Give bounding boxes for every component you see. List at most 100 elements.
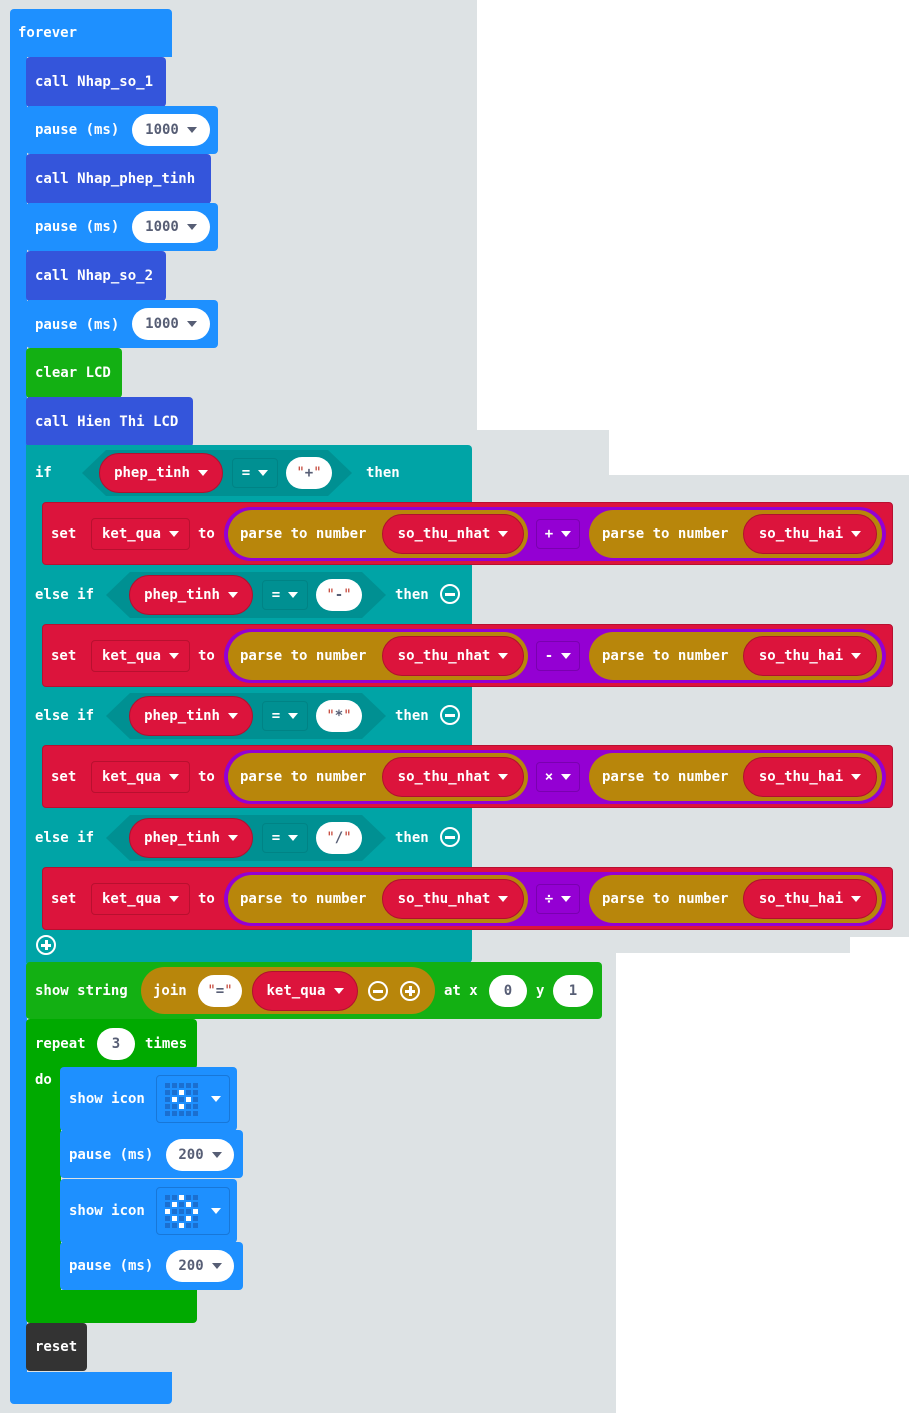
quote: " (326, 587, 335, 603)
led-pixel (165, 1103, 170, 1109)
variable-dropdown-phep-tinh[interactable]: phep_tinh (129, 575, 253, 615)
add-branch-icon[interactable] (36, 935, 56, 955)
variable-dropdown-phep-tinh[interactable]: phep_tinh (129, 818, 253, 858)
chevron-down-icon (211, 1208, 221, 1214)
variable-dropdown-phep-tinh[interactable]: phep_tinh (129, 696, 253, 736)
led-pixel (179, 1082, 184, 1088)
variable-dropdown-so-thu-hai[interactable]: so_thu_hai (743, 514, 877, 554)
show-icon-block[interactable] (60, 1179, 237, 1243)
variable-name: ket_qua (101, 648, 161, 664)
variable-name: ket_qua (101, 769, 161, 785)
y-coordinate-input[interactable]: 1 (553, 975, 593, 1007)
chevron-down-icon (851, 653, 862, 659)
string-literal[interactable]: "*" (316, 700, 362, 732)
set-label: set (51, 648, 77, 664)
repeat-count-input[interactable]: 3 (97, 1028, 135, 1060)
chevron-down-icon (561, 774, 572, 780)
call-nhap-so-1-block[interactable] (26, 57, 166, 107)
remove-branch-icon[interactable] (440, 705, 460, 725)
call-nhap-so-2-block[interactable] (26, 251, 166, 301)
remove-branch-icon[interactable] (440, 827, 460, 847)
call-label: call Nhap_phep_tinh (35, 171, 196, 187)
variable-dropdown-so-thu-nhat[interactable]: so_thu_nhat (382, 879, 524, 919)
pause-duration-dropdown[interactable]: 1000 (132, 211, 210, 243)
led-pixel (186, 1215, 191, 1221)
pause-duration-dropdown[interactable]: 200 (166, 1250, 234, 1282)
string-literal[interactable]: "+" (286, 457, 332, 489)
variable-dropdown-so-thu-nhat[interactable]: so_thu_nhat (382, 514, 524, 554)
comparison-operator-dropdown[interactable]: = (232, 458, 278, 488)
led-pixel (179, 1208, 184, 1214)
parse-label: parse to number (602, 526, 729, 542)
variable-dropdown-so-thu-nhat[interactable]: so_thu_nhat (382, 757, 524, 797)
to-label: to (198, 648, 215, 664)
variable-dropdown-ket-qua[interactable]: ket_qua (91, 883, 190, 915)
reset-block[interactable] (26, 1323, 87, 1371)
math-operator-dropdown[interactable]: × (536, 762, 580, 792)
icon-picker-dropdown[interactable] (156, 1187, 230, 1235)
led-pixel (172, 1215, 177, 1221)
led-pixel (193, 1222, 198, 1228)
variable-dropdown-so-thu-hai[interactable]: so_thu_hai (743, 879, 877, 919)
at-x-label: at x (444, 983, 478, 999)
variable-dropdown-ket-qua[interactable]: ket_qua (91, 640, 190, 672)
operator: = (241, 465, 251, 481)
math-operator-dropdown[interactable]: + (536, 519, 580, 549)
variable-dropdown-ket-qua[interactable]: ket_qua (91, 518, 190, 550)
remove-branch-icon[interactable] (440, 584, 460, 604)
comparison-operator-dropdown[interactable]: = (262, 580, 308, 610)
chevron-down-icon (169, 531, 179, 537)
variable-dropdown-ket-qua[interactable]: ket_qua (91, 761, 190, 793)
else-if-keyword: else if (35, 587, 95, 603)
pause-duration-dropdown[interactable]: 1000 (132, 114, 210, 146)
variable-dropdown-so-thu-hai[interactable]: so_thu_hai (743, 636, 877, 676)
led-pixel (172, 1110, 177, 1116)
led-pixel (186, 1103, 191, 1109)
quote: " (296, 465, 305, 481)
call-hien-thi-lcd-block[interactable] (26, 397, 193, 447)
variable-dropdown-so-thu-nhat[interactable]: so_thu_nhat (382, 636, 524, 676)
variable-name: phep_tinh (144, 830, 220, 846)
led-pixel (186, 1222, 191, 1228)
remove-item-icon[interactable] (368, 981, 388, 1001)
chevron-down-icon (561, 896, 572, 902)
pause-duration-dropdown[interactable]: 1000 (132, 308, 210, 340)
led-pixel (186, 1208, 191, 1214)
comparison-operator-dropdown[interactable]: = (262, 823, 308, 853)
do-label: do (35, 1072, 52, 1088)
chevron-down-icon (851, 896, 862, 902)
pause-duration-dropdown[interactable]: 200 (166, 1139, 234, 1171)
repeat-label: repeat (35, 1036, 86, 1052)
variable-name: ket_qua (266, 983, 326, 999)
chevron-down-icon (169, 653, 179, 659)
clear-lcd-block[interactable] (26, 348, 122, 398)
operator: - (544, 648, 554, 664)
math-operator-dropdown[interactable]: ÷ (536, 884, 580, 914)
variable-dropdown-ket-qua[interactable]: ket_qua (252, 971, 358, 1011)
reset-label: reset (35, 1339, 78, 1355)
variable-dropdown-phep-tinh[interactable]: phep_tinh (99, 453, 223, 493)
string-literal[interactable]: "-" (316, 579, 362, 611)
string-literal[interactable]: "=" (198, 975, 242, 1007)
chevron-down-icon (498, 653, 509, 659)
chevron-down-icon (561, 653, 572, 659)
string-value: - (334, 587, 344, 603)
add-item-icon[interactable] (400, 981, 420, 1001)
show-icon-block[interactable] (60, 1067, 237, 1131)
variable-name: phep_tinh (114, 465, 190, 481)
led-pixel (165, 1110, 170, 1116)
string-literal[interactable]: "/" (316, 822, 362, 854)
math-operator-dropdown[interactable]: - (536, 641, 580, 671)
led-pixel (186, 1194, 191, 1200)
variable-name: so_thu_nhat (397, 769, 491, 785)
call-nhap-phep-tinh-block[interactable] (26, 154, 211, 204)
x-coordinate-input[interactable]: 0 (489, 975, 527, 1007)
set-label: set (51, 769, 77, 785)
variable-dropdown-so-thu-hai[interactable]: so_thu_hai (743, 757, 877, 797)
icon-picker-dropdown[interactable] (156, 1075, 230, 1123)
operator: = (271, 587, 281, 603)
comparison-operator-dropdown[interactable]: = (262, 701, 308, 731)
forever-block[interactable] (10, 9, 172, 57)
call-label: call Nhap_so_2 (35, 268, 154, 284)
string-value: = (215, 983, 225, 999)
